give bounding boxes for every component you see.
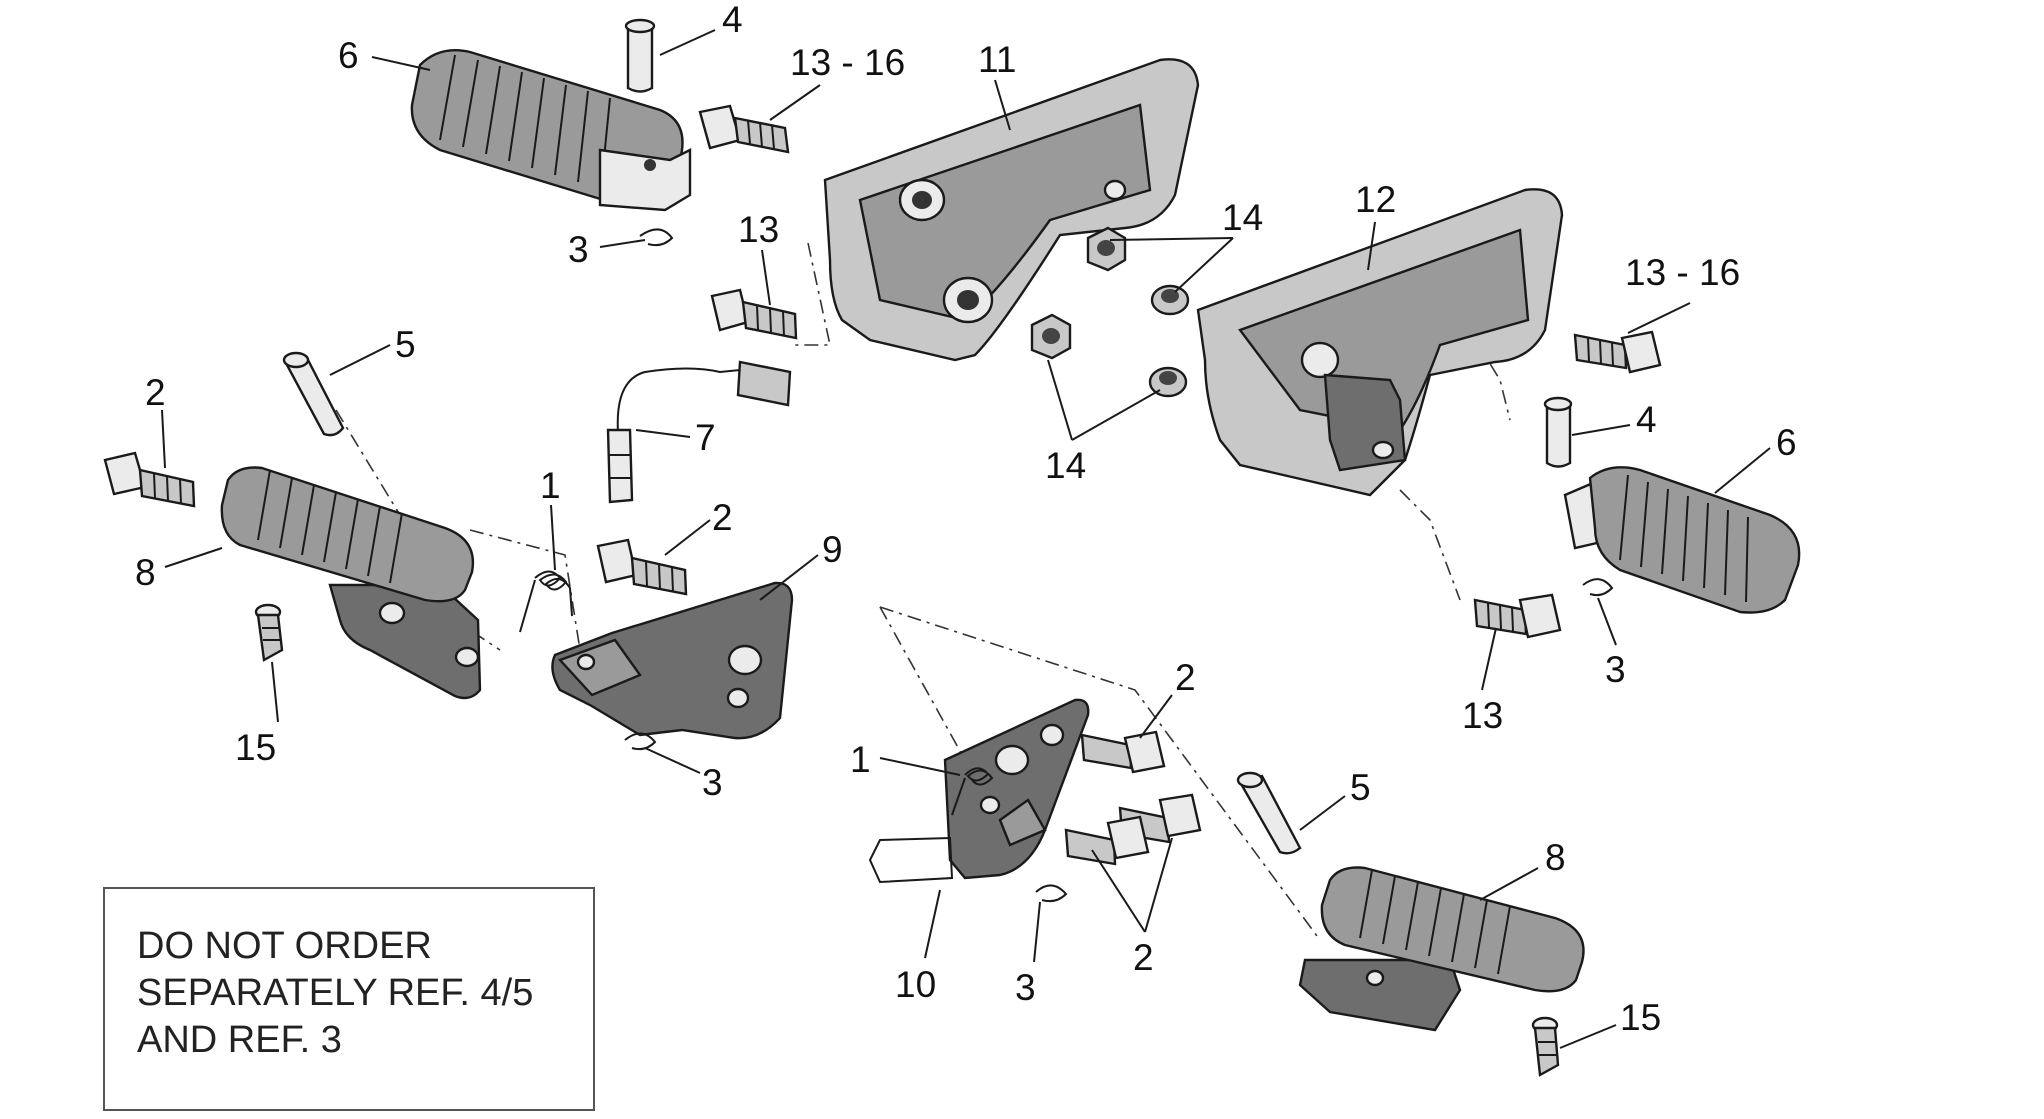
bolt-13-16-right: [1573, 330, 1662, 374]
part-11-bracket: [823, 58, 1200, 362]
part-7-sensor: [606, 360, 792, 504]
clip-3-top: [639, 228, 674, 247]
callout-5-left: 5: [395, 324, 416, 365]
callout-3-right: 3: [1605, 649, 1626, 690]
part-5-pin-left: [282, 351, 345, 437]
note-line-3: AND REF. 3: [137, 1019, 342, 1061]
callout-12: 12: [1355, 179, 1396, 220]
callout-15-right: 15: [1620, 997, 1661, 1038]
part-6-footpeg-rubber-right: [1563, 466, 1801, 614]
part-15-screw-left: [254, 603, 284, 662]
bolt-13-16-top: [698, 104, 790, 154]
note-line-2: SEPARATELY REF. 4/5: [137, 972, 534, 1014]
callout-13-right: 13: [1462, 695, 1503, 736]
part-5-pin-right: [1236, 771, 1302, 855]
bolt-2-left: [103, 451, 196, 508]
callout-13-16-right: 13 - 16: [1625, 252, 1740, 293]
callout-5-right: 5: [1350, 767, 1371, 808]
callout-4-right: 4: [1636, 399, 1657, 440]
callout-13-left: 13: [738, 209, 779, 250]
clip-3-lower-left: [624, 732, 657, 751]
part-8-footpeg-left: [220, 466, 482, 700]
callout-14-bottom: 14: [1045, 445, 1086, 486]
callout-3-center: 3: [1015, 967, 1036, 1008]
part-15-screw-right: [1531, 1016, 1560, 1077]
callout-1-left: 1: [540, 465, 561, 506]
part-10-bracket: [868, 698, 1090, 884]
callout-10: 10: [895, 964, 936, 1005]
part-9-bracket: [551, 581, 794, 740]
part-8-footpeg-right: [1298, 866, 1585, 1032]
clip-3-center: [1035, 884, 1068, 903]
part-1-spring-left: [519, 570, 573, 633]
callout-11: 11: [978, 39, 1016, 80]
ordering-note-text: DO NOT ORDER SEPARATELY REF. 4/5 AND REF…: [137, 923, 533, 1064]
callout-2-left: 2: [145, 372, 166, 413]
part-4-pin-top: [624, 18, 656, 93]
clip-3-right: [1582, 578, 1614, 597]
callout-4-top: 4: [722, 0, 743, 40]
callout-3-top: 3: [568, 229, 589, 270]
callout-2-lower-center: 2: [1133, 937, 1154, 978]
callout-8-left: 8: [135, 552, 156, 593]
callout-3-lower-left: 3: [702, 762, 723, 803]
part-1-spring-center: [951, 767, 994, 816]
callout-6-right: 6: [1776, 422, 1797, 463]
bolt-13-left: [710, 288, 798, 340]
callout-labels: 6 4 13 - 16 11 3 13 14 12 13 - 16 5 2 7 …: [135, 0, 1797, 1038]
callout-9: 9: [822, 529, 843, 570]
bolt-13-right: [1473, 593, 1562, 639]
part-12-bracket: [1196, 188, 1564, 497]
leader-lines: [161, 29, 1771, 1049]
bolts-2-center: [1064, 730, 1202, 866]
callout-14-top: 14: [1222, 197, 1263, 238]
callout-6-top: 6: [338, 35, 359, 76]
callout-13-16-top: 13 - 16: [790, 42, 905, 83]
callout-2-upper-center: 2: [1175, 657, 1196, 698]
ordering-note-box: DO NOT ORDER SEPARATELY REF. 4/5 AND REF…: [103, 887, 595, 1111]
callout-8-right: 8: [1545, 837, 1566, 878]
part-6-footpeg-rubber-left: [410, 48, 692, 212]
note-line-1: DO NOT ORDER: [137, 925, 432, 967]
callout-2-middle: 2: [712, 497, 733, 538]
callout-1-center: 1: [850, 739, 871, 780]
callout-7: 7: [695, 417, 716, 458]
bolt-2-middle: [596, 538, 688, 596]
part-4-pin-right: [1543, 396, 1573, 468]
part-14-nuts: [1030, 226, 1190, 398]
callout-15-left: 15: [235, 727, 276, 768]
